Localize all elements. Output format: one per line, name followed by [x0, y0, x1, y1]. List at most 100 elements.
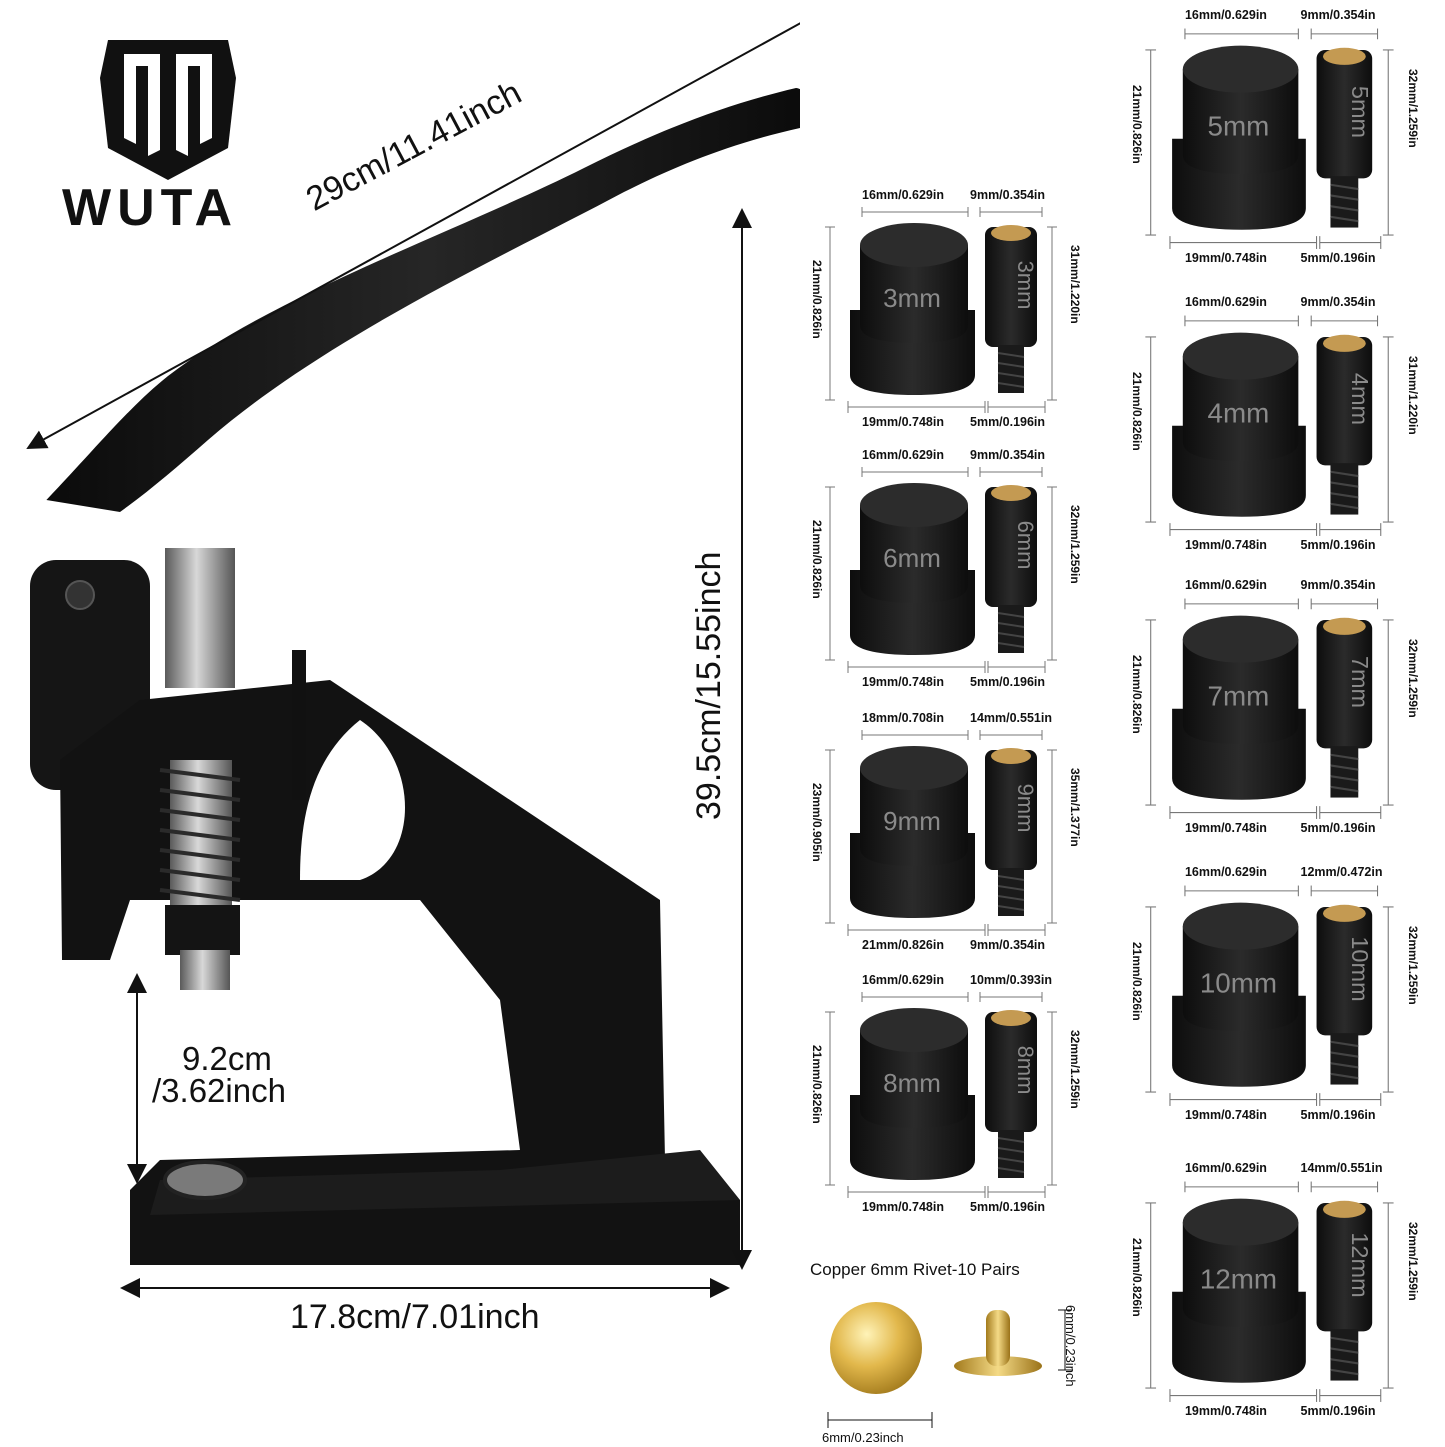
- die-set: 6mm 6mm 16mm/0.629in 9mm/0.354in 19mm/0.…: [810, 445, 1110, 715]
- die-size-engraving: 4mm: [1208, 398, 1270, 429]
- die-size-engraving: 6mm: [883, 543, 941, 573]
- die-bottom-width: 19mm/0.748in: [862, 1200, 944, 1214]
- die-height: 21mm/0.826in: [1130, 372, 1145, 451]
- die-top-width: 16mm/0.629in: [1184, 865, 1267, 880]
- pin-size-engraving: 3mm: [1013, 261, 1038, 310]
- pin-top-width: 9mm/0.354in: [970, 448, 1046, 462]
- die-size-engraving: 3mm: [883, 283, 941, 313]
- die-height: 21mm/0.826in: [810, 1045, 824, 1124]
- die-pair-icon: 4mm 4mm: [1145, 315, 1394, 536]
- die-set: 12mm 12mm 16mm/0.629in 14mm/0.551in 19mm…: [1130, 1158, 1445, 1447]
- pin-bottom-width: 5mm/0.196in: [970, 1200, 1046, 1214]
- die-pair-icon: 3mm 3mm: [825, 207, 1057, 413]
- die-set: 10mm 10mm 16mm/0.629in 12mm/0.472in 19mm…: [1130, 862, 1445, 1151]
- die-size-engraving: 9mm: [883, 806, 941, 836]
- throat-label-in: /3.62inch: [152, 1072, 286, 1109]
- die-size-engraving: 7mm: [1208, 681, 1270, 712]
- die-top-width: 16mm/0.629in: [1184, 8, 1267, 23]
- pin-top-width: 9mm/0.354in: [1300, 8, 1376, 23]
- die-pair-icon: 9mm 9mm: [825, 730, 1057, 936]
- die-bottom-width: 19mm/0.748in: [1184, 1404, 1267, 1419]
- die-pair-icon: 5mm 5mm: [1145, 28, 1394, 249]
- pin-height: 32mm/1.259in: [1068, 1030, 1082, 1109]
- die-size-engraving: 12mm: [1200, 1264, 1277, 1295]
- pin-size-engraving: 10mm: [1347, 936, 1373, 1001]
- die-pair-icon: 6mm 6mm: [825, 467, 1057, 673]
- throat-label-cm: 9.2cm: [182, 1040, 272, 1077]
- pin-top-width: 14mm/0.551in: [970, 711, 1052, 725]
- rivet-press-machine: [26, 7, 800, 1298]
- height-label: 39.5cm/15.55inch: [690, 551, 728, 820]
- pin-height: 32mm/1.259in: [1406, 926, 1421, 1005]
- die-bottom-width: 19mm/0.748in: [1184, 251, 1267, 266]
- die-height: 21mm/0.826in: [1130, 1238, 1145, 1317]
- spring-icon: [159, 768, 241, 902]
- die-top-width: 16mm/0.629in: [1184, 578, 1267, 593]
- pin-top-width: 14mm/0.551in: [1300, 1161, 1383, 1176]
- die-set: 4mm 4mm 16mm/0.629in 9mm/0.354in 19mm/0.…: [1130, 292, 1445, 581]
- die-top-width: 16mm/0.629in: [1184, 1161, 1267, 1176]
- pin-bottom-width: 5mm/0.196in: [1300, 1108, 1376, 1123]
- die-height: 21mm/0.826in: [810, 260, 824, 339]
- rivet-icons: [827, 1302, 1072, 1428]
- pin-height: 32mm/1.259in: [1406, 69, 1421, 148]
- die-set: 3mm 3mm 16mm/0.629in 9mm/0.354in 19mm/0.…: [810, 185, 1110, 455]
- die-height: 21mm/0.826in: [1130, 85, 1145, 164]
- pin-size-engraving: 4mm: [1347, 373, 1373, 425]
- pin-size-engraving: 12mm: [1347, 1232, 1373, 1297]
- die-top-width: 18mm/0.708in: [862, 711, 944, 725]
- pin-top-width: 9mm/0.354in: [970, 188, 1046, 202]
- pivot-screw-icon: [65, 580, 95, 610]
- die-set: 9mm 9mm 18mm/0.708in 14mm/0.551in 21mm/0…: [810, 708, 1110, 978]
- pin-top-width: 12mm/0.472in: [1300, 865, 1383, 880]
- anvil-icon: [163, 1160, 247, 1200]
- die-bottom-width: 19mm/0.748in: [1184, 821, 1267, 836]
- width-label: 17.8cm/7.01inch: [290, 1298, 540, 1336]
- pin-height: 32mm/1.259in: [1068, 505, 1082, 584]
- pin-top-width: 9mm/0.354in: [1300, 578, 1376, 593]
- pin-size-engraving: 6mm: [1013, 521, 1038, 570]
- die-top-width: 16mm/0.629in: [862, 973, 944, 987]
- die-size-engraving: 8mm: [883, 1068, 941, 1098]
- die-bottom-width: 19mm/0.748in: [862, 415, 944, 429]
- die-height: 21mm/0.826in: [810, 520, 824, 599]
- die-bottom-width: 19mm/0.748in: [1184, 1108, 1267, 1123]
- die-size-engraving: 5mm: [1208, 111, 1270, 142]
- die-height: 21mm/0.826in: [1130, 655, 1145, 734]
- pin-size-engraving: 5mm: [1347, 86, 1373, 138]
- die-bottom-width: 19mm/0.748in: [1184, 538, 1267, 553]
- die-size-engraving: 10mm: [1200, 968, 1277, 999]
- length-arrow: [26, 7, 800, 449]
- die-height: 23mm/0.905in: [810, 783, 824, 862]
- rivet-post-height: 6mm/0.23inch: [1063, 1305, 1078, 1387]
- die-bottom-width: 21mm/0.826in: [862, 938, 944, 952]
- pin-bottom-width: 5mm/0.196in: [1300, 538, 1376, 553]
- die-top-width: 16mm/0.629in: [862, 448, 944, 462]
- rivet-cap-icon: [830, 1302, 922, 1394]
- ram-column: [165, 548, 235, 688]
- die-pair-icon: 7mm 7mm: [1145, 598, 1394, 819]
- die-pair-icon: 12mm 12mm: [1145, 1181, 1394, 1402]
- rivet-title: Copper 6mm Rivet-10 Pairs: [810, 1260, 1020, 1279]
- die-set: 8mm 8mm 16mm/0.629in 10mm/0.393in 19mm/0…: [810, 970, 1110, 1240]
- pin-height: 32mm/1.259in: [1406, 639, 1421, 718]
- die-height: 21mm/0.826in: [1130, 942, 1145, 1021]
- die-set: 7mm 7mm 16mm/0.629in 9mm/0.354in 19mm/0.…: [1130, 575, 1445, 864]
- pin-bottom-width: 5mm/0.196in: [970, 415, 1046, 429]
- pin-size-engraving: 7mm: [1347, 656, 1373, 708]
- rivet-cap-width: 6mm/0.23inch: [822, 1430, 904, 1445]
- pin-top-width: 9mm/0.354in: [1300, 295, 1376, 310]
- die-set: 5mm 5mm 16mm/0.629in 9mm/0.354in 19mm/0.…: [1130, 5, 1445, 294]
- pin-top-width: 10mm/0.393in: [970, 973, 1052, 987]
- pin-bottom-width: 5mm/0.196in: [1300, 1404, 1376, 1419]
- rivet-post-icon: [986, 1310, 1010, 1366]
- die-pair-icon: 8mm 8mm: [825, 992, 1057, 1198]
- die-top-width: 16mm/0.629in: [862, 188, 944, 202]
- die-top-width: 16mm/0.629in: [1184, 295, 1267, 310]
- pin-height: 31mm/1.220in: [1068, 245, 1082, 324]
- pin-bottom-width: 5mm/0.196in: [1300, 251, 1376, 266]
- pin-bottom-width: 5mm/0.196in: [1300, 821, 1376, 836]
- die-pair-icon: 10mm 10mm: [1145, 885, 1394, 1106]
- die-bottom-width: 19mm/0.748in: [862, 675, 944, 689]
- pin-height: 35mm/1.377in: [1068, 768, 1082, 847]
